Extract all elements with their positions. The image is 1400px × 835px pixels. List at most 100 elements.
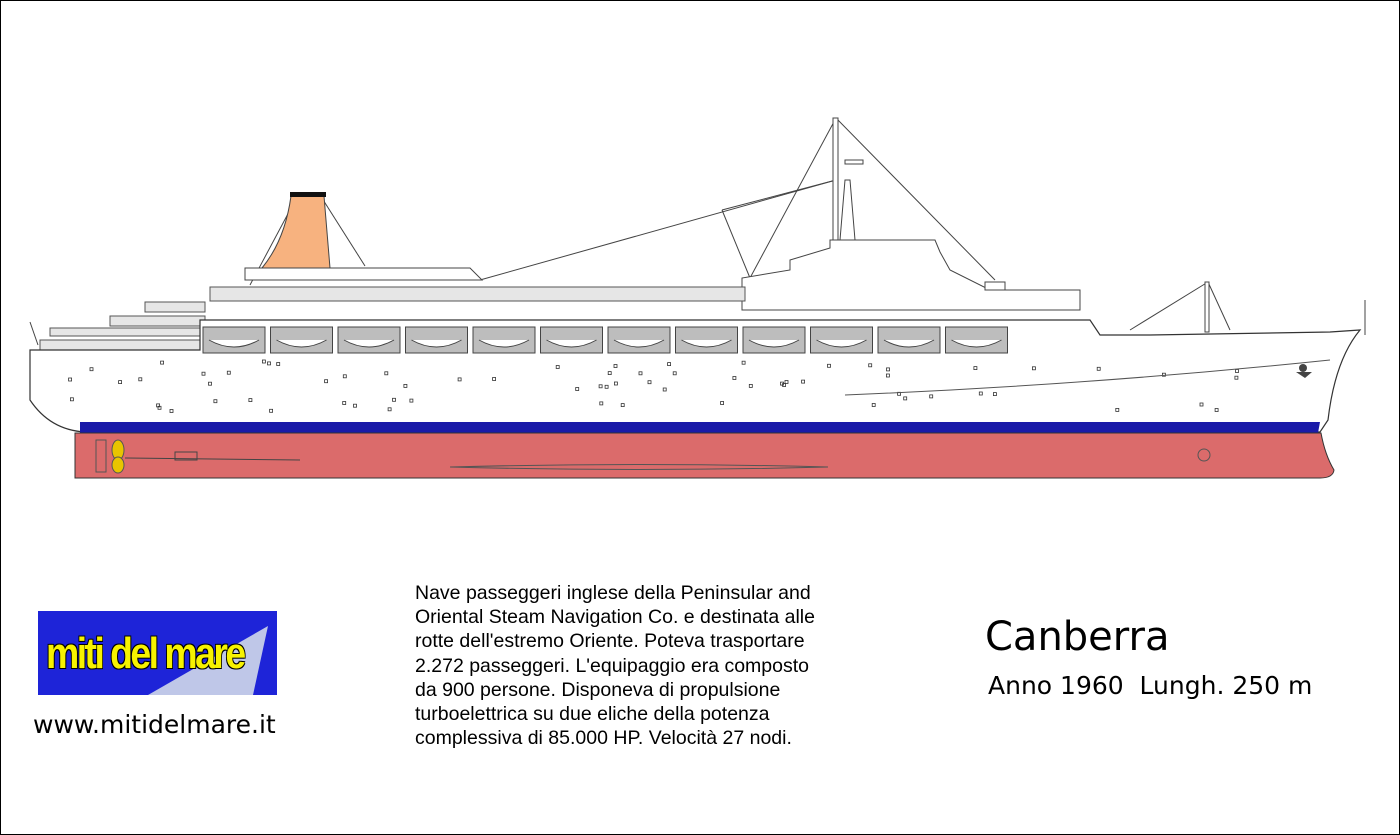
- funnel-cap: [290, 192, 326, 197]
- porthole: [269, 408, 274, 413]
- porthole: [208, 381, 212, 386]
- bow-thruster: [1197, 448, 1211, 462]
- description-line: rotte dell'estremo Oriente. Poteva trasp…: [415, 630, 805, 653]
- propeller-shaft: [124, 457, 301, 461]
- porthole: [993, 392, 997, 397]
- ship-name: Canberra: [985, 614, 1170, 660]
- porthole: [1096, 366, 1101, 371]
- porthole: [871, 403, 876, 407]
- anchor-icon: [1296, 364, 1312, 378]
- website-url[interactable]: www.mitidelmare.it: [33, 710, 276, 739]
- porthole: [392, 397, 396, 402]
- porthole: [1234, 375, 1239, 380]
- porthole: [324, 379, 329, 384]
- boot-stripe: [80, 422, 1320, 433]
- porthole: [248, 398, 253, 403]
- porthole: [342, 401, 347, 405]
- porthole: [620, 403, 625, 408]
- radar-tower: [839, 179, 856, 241]
- porthole: [614, 381, 618, 386]
- lifeboat: [540, 326, 603, 354]
- shaft-bracket: [174, 451, 198, 461]
- rudder: [95, 439, 107, 473]
- porthole: [353, 403, 357, 408]
- porthole: [886, 373, 890, 378]
- porthole: [903, 396, 908, 401]
- porthole: [213, 399, 218, 404]
- ship-info: Anno 1960 Lungh. 250 m: [988, 671, 1313, 700]
- propeller: [111, 439, 125, 474]
- portholes: [68, 359, 1239, 413]
- porthole: [1199, 402, 1204, 407]
- porthole: [342, 374, 347, 379]
- porthole: [613, 364, 618, 368]
- logo-sail-shape: [148, 626, 268, 695]
- porthole: [1115, 407, 1120, 412]
- lifeboat: [472, 326, 536, 354]
- lifeboat: [742, 326, 806, 354]
- description-line: complessiva di 85.000 HP. Velocità 27 no…: [415, 727, 792, 750]
- porthole: [720, 401, 724, 405]
- lifeboat: [607, 326, 671, 354]
- porthole: [801, 379, 805, 384]
- porthole: [607, 371, 612, 376]
- porthole: [1214, 408, 1219, 412]
- porthole: [748, 383, 753, 388]
- porthole: [201, 371, 206, 376]
- bridge-wing: [984, 281, 1006, 291]
- porthole: [672, 371, 677, 376]
- sheer-line: [844, 359, 1331, 396]
- lifeboats-row: [202, 326, 1008, 354]
- porthole: [638, 371, 643, 376]
- mast-yard: [844, 159, 864, 165]
- porthole: [599, 401, 604, 406]
- description-line: 2.272 passeggeri. L'equipaggio era compo…: [415, 654, 809, 677]
- porthole: [387, 407, 392, 412]
- description-line: turboelettrica su due eliche della poten…: [415, 703, 770, 726]
- logo-text: miti del mare: [46, 629, 246, 678]
- lifeboat: [675, 326, 738, 354]
- porthole: [492, 377, 497, 381]
- forward-mast: [1204, 281, 1210, 333]
- description-line: da 900 persone. Disponeva di propulsione: [415, 678, 781, 701]
- main-mast: [832, 117, 839, 249]
- porthole: [732, 376, 737, 380]
- porthole: [782, 383, 786, 387]
- porthole: [157, 405, 162, 410]
- porthole: [403, 383, 408, 388]
- porthole: [1032, 366, 1036, 371]
- porthole: [276, 362, 281, 366]
- lifeboat: [945, 326, 1008, 354]
- lifeboat: [405, 326, 468, 354]
- aft-terraces: [39, 286, 746, 353]
- porthole: [978, 391, 983, 396]
- porthole: [457, 377, 462, 382]
- upper-deck-house: [244, 267, 484, 281]
- porthole: [784, 380, 789, 384]
- porthole: [409, 398, 414, 403]
- porthole: [667, 362, 671, 367]
- porthole: [741, 360, 746, 365]
- description-line: Nave passeggeri inglese della Peninsular…: [415, 582, 811, 604]
- porthole: [868, 363, 873, 368]
- stern-flagpole: [29, 321, 39, 346]
- porthole: [261, 359, 266, 364]
- site-logo[interactable]: miti del mare: [38, 611, 277, 695]
- porthole: [575, 387, 580, 391]
- porthole: [169, 409, 174, 413]
- porthole: [886, 367, 890, 372]
- porthole: [647, 380, 652, 385]
- porthole: [267, 361, 271, 366]
- porthole: [70, 397, 74, 402]
- lifeboat: [810, 326, 873, 354]
- lifeboat: [270, 326, 333, 354]
- porthole: [1162, 372, 1166, 377]
- porthole: [118, 380, 122, 385]
- funnel: [260, 195, 331, 269]
- lifeboat: [877, 326, 941, 354]
- porthole: [68, 377, 72, 382]
- porthole: [604, 384, 609, 389]
- ship-profile-drawing: [29, 117, 1366, 479]
- hull-bottom: [74, 432, 1335, 479]
- porthole: [160, 360, 165, 365]
